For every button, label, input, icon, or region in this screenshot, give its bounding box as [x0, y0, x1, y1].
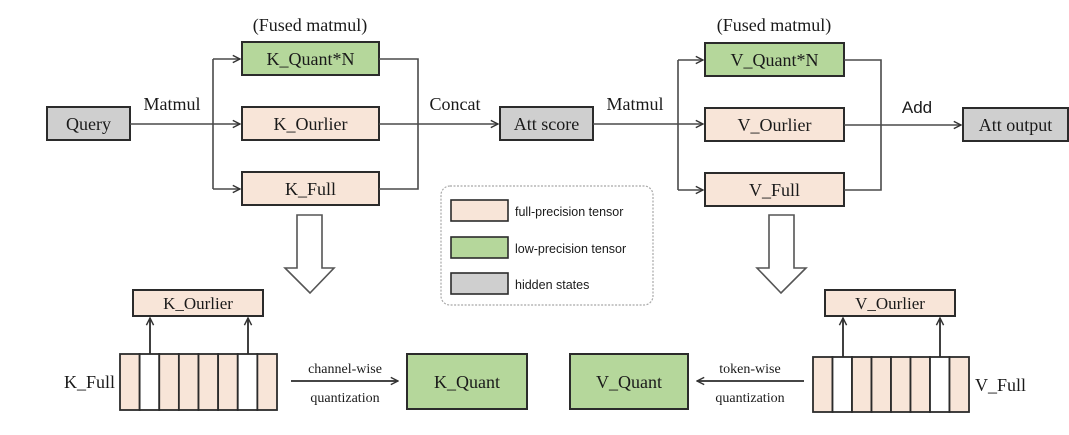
k-full-column	[197, 353, 220, 411]
legend-swatch-low-precision	[450, 236, 509, 259]
matmul-label-v: Matmul	[607, 94, 664, 114]
k-full-label: K_Full	[285, 179, 336, 199]
legend-item-hidden-states: hidden states	[450, 272, 589, 295]
v-outlier-node: V_Ourlier	[704, 107, 845, 142]
k-outlier-label: K_Ourlier	[274, 114, 348, 134]
k-full-column	[177, 353, 200, 411]
v-op-line2: quantization	[715, 391, 784, 406]
v-full-column	[870, 356, 892, 413]
att-score-label: Att score	[514, 114, 579, 134]
query-label: Query	[66, 114, 111, 134]
v-outlier-small-box	[824, 289, 956, 317]
legend-item-low-precision: low-precision tensor	[450, 236, 626, 259]
fused-matmul-label-k: (Fused matmul)	[253, 15, 368, 36]
k-quant-box	[406, 353, 528, 410]
concat-label: Concat	[430, 94, 481, 114]
v-quant-label: V_Quant	[596, 372, 662, 392]
k-expand-arrow-icon	[283, 214, 336, 295]
legend-label-hidden-states: hidden states	[515, 278, 589, 292]
k-full-outlier-column	[138, 353, 161, 411]
legend: full-precision tensor low-precision tens…	[440, 185, 654, 306]
k-full-outlier-column	[236, 353, 259, 411]
v-full-strip-label: V_Full	[975, 375, 1026, 395]
v-detail: V_Quant token-wise quantization V_Ourlie…	[569, 289, 1026, 413]
v-full-column	[909, 356, 931, 413]
k-full-strip-label: K_Full	[64, 372, 115, 392]
k-full-column	[217, 353, 239, 411]
matmul-label-k: Matmul	[144, 94, 201, 114]
k-detail: K_Ourlier K_Full channel-wise quantizati…	[64, 289, 528, 411]
k-outlier-node: K_Ourlier	[241, 106, 380, 141]
legend-item-full-precision: full-precision tensor	[450, 199, 623, 222]
add-label: Add	[902, 98, 932, 117]
k-outlier-small-label: K_Ourlier	[163, 294, 233, 313]
v-full-column	[851, 356, 873, 413]
v-expand-arrow-icon	[755, 214, 808, 295]
legend-label-low-precision: low-precision tensor	[515, 242, 626, 256]
att-score-node: Att score	[499, 106, 594, 141]
legend-label-full-precision: full-precision tensor	[515, 205, 623, 219]
v-full-strip	[812, 356, 970, 413]
v-full-outlier-column	[831, 356, 853, 413]
query-node: Query	[46, 106, 131, 141]
k-full-column	[158, 353, 180, 411]
v-full-column	[948, 356, 970, 413]
k-full-strip	[119, 353, 278, 411]
v-full-label: V_Full	[749, 180, 800, 200]
k-full-column	[256, 353, 278, 411]
k-full-node: K_Full	[241, 171, 380, 206]
legend-swatch-hidden-states	[450, 272, 509, 295]
k-full-column	[119, 353, 141, 411]
k-quant-label: K_Quant	[434, 372, 500, 392]
v-quant-n-label: V_Quant*N	[731, 50, 819, 70]
v-outlier-small-label: V_Ourlier	[855, 294, 925, 313]
v-full-node: V_Full	[704, 172, 845, 207]
v-full-column	[890, 356, 912, 413]
k-op-line1: channel-wise	[308, 362, 382, 377]
k-outlier-small-box	[132, 289, 264, 317]
v-outlier-label: V_Ourlier	[738, 115, 812, 135]
k-quant-n-label: K_Quant*N	[267, 49, 355, 69]
v-full-outlier-column	[929, 356, 951, 413]
v-quant-box	[569, 353, 689, 410]
v-full-column	[812, 356, 834, 413]
k-quant-n-node: K_Quant*N	[241, 41, 380, 76]
fused-matmul-label-v: (Fused matmul)	[717, 15, 832, 36]
v-op-line1: token-wise	[719, 362, 780, 377]
att-output-label: Att output	[979, 115, 1053, 135]
att-output-node: Att output	[962, 107, 1069, 142]
legend-swatch-full-precision	[450, 199, 509, 222]
k-op-line2: quantization	[310, 391, 379, 406]
v-quant-n-node: V_Quant*N	[704, 42, 845, 77]
